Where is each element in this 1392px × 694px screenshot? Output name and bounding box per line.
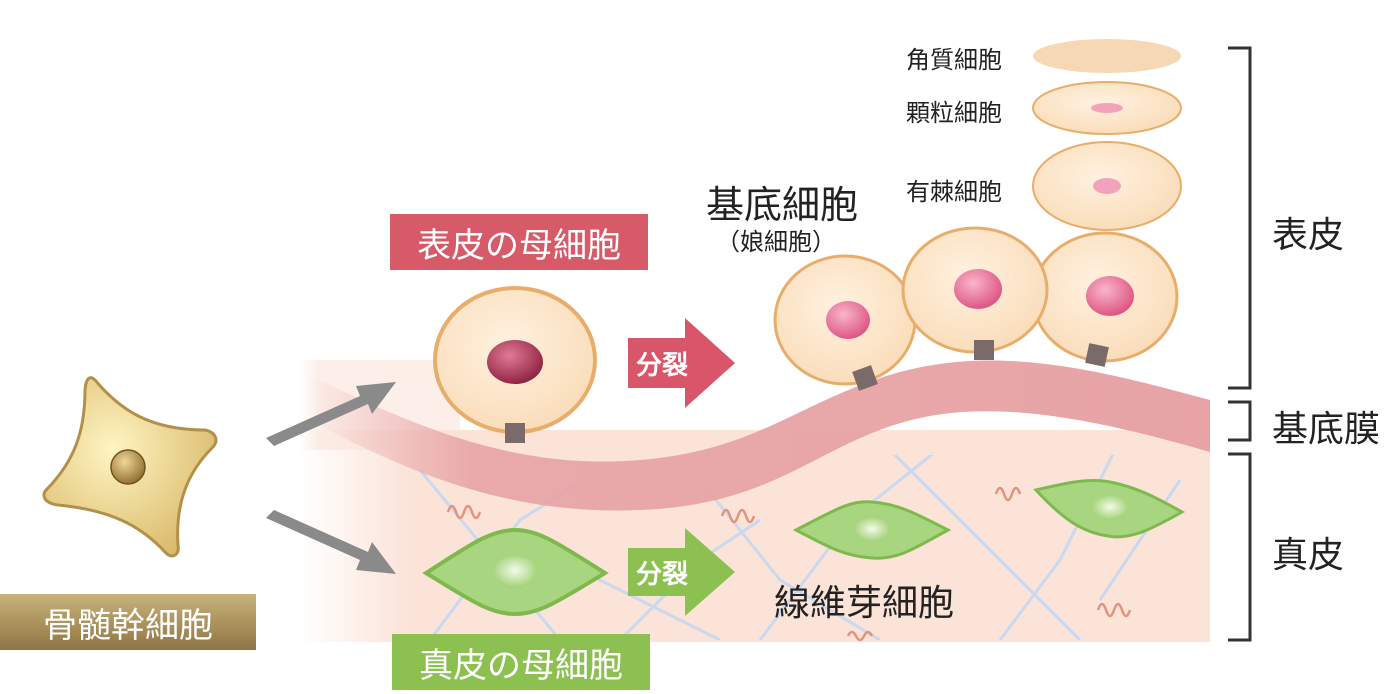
dermal-mother-label: 真皮の母細胞 [419,645,623,686]
basal-cell-label: 基底細胞 [706,183,859,227]
stratum-cells [1032,39,1182,231]
fibroblast-cells [792,478,1186,560]
stratum-corneum-label: 角質細胞 [906,46,1002,74]
divide-arrow-top [628,318,735,408]
epidermis-label: 表皮 [1272,215,1345,256]
bone-marrow-stem-cell [42,376,218,558]
stem-nucleus [110,449,146,485]
spinous-cell-label: 有棘細胞 [906,178,1002,206]
dermis-label: 真皮 [1272,535,1345,576]
corneum-cell-shape [1033,39,1181,73]
basal-cell-sublabel: （娘細胞） [716,228,836,256]
elastin-fibers [446,486,1132,642]
basement-membrane-band [310,360,1210,511]
dermal-mother-cell [422,527,609,617]
arrow-to-dermal [266,510,396,574]
dermal-mother-label-box [392,634,650,690]
anchor-square [505,423,525,443]
bracket-epidermis [1228,46,1252,390]
bracket-basement [1228,400,1252,442]
stem-cell-label: 骨髄幹細胞 [43,605,213,646]
basal-cells [773,226,1179,391]
bracket-dermis [1228,452,1252,642]
layer-brackets [1228,46,1252,642]
epidermal-mother-label: 表皮の母細胞 [417,225,621,266]
epidermal-mother-nucleus [487,340,543,384]
epidermal-mother-label-box [390,214,648,270]
arrow-to-epidermal [266,382,396,446]
gray-arrows [266,382,396,574]
stem-label-box [0,594,256,650]
divide-arrow-bottom [628,528,735,616]
fibroblast-label: 線維芽細胞 [774,583,955,624]
epidermal-mother-cell [433,286,597,443]
divide-top-label: 分裂 [635,350,688,381]
divide-bottom-label: 分裂 [635,559,688,590]
granular-cell-label: 顆粒細胞 [906,99,1002,127]
basement-membrane-label: 基底膜 [1272,409,1381,450]
